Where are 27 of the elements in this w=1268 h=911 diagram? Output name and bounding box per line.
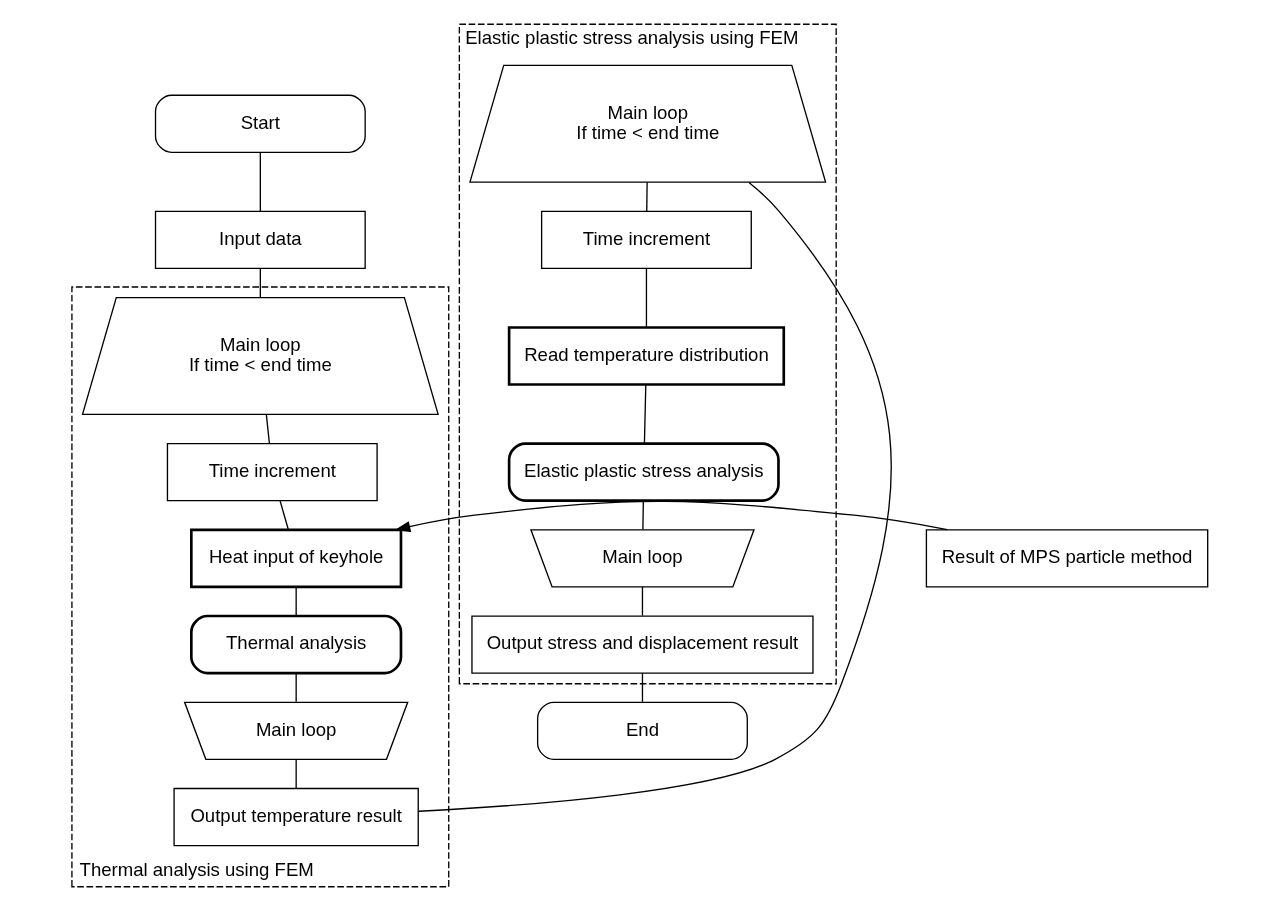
node-box: Output stress and displacement result (470, 615, 814, 674)
node-box: Result of MPS particle method (925, 529, 1208, 588)
node-box: Time increment (540, 210, 752, 270)
connector (643, 384, 646, 445)
node-box: Input data (154, 210, 366, 270)
connector (265, 413, 270, 445)
connector (295, 586, 297, 617)
connector (641, 586, 643, 617)
node-box: Elastic plastic stress analysis (507, 442, 780, 502)
node-box: Read temperature distribution (507, 326, 785, 386)
connector (641, 500, 644, 530)
connector (645, 268, 647, 329)
connector (278, 500, 289, 530)
arrow (393, 500, 948, 533)
connector (417, 181, 892, 812)
node-box: End (536, 701, 748, 760)
node-box: Start (154, 94, 366, 153)
connector (259, 268, 261, 298)
connector (295, 672, 297, 703)
node-box: Output temperature result (172, 787, 419, 847)
connector (645, 181, 648, 212)
node-box: Thermal analysis (189, 614, 402, 675)
connector (295, 758, 297, 789)
node-box: Time increment (166, 442, 378, 502)
connector (259, 151, 261, 212)
node-box: Heat input of keyhole (189, 528, 402, 589)
connector (641, 672, 643, 703)
